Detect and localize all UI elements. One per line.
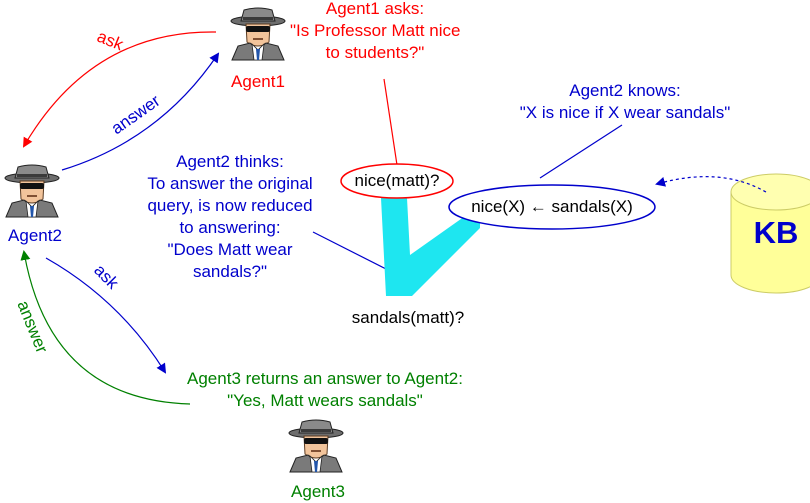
connector-agent2-knows-note [539,124,623,179]
connector-agent2-thinks-note [312,231,389,271]
agent1-asks-note: Agent1 asks: "Is Professor Matt nice to … [290,0,460,64]
query-node-shape [340,163,454,199]
agent1-asks-line1: "Is Professor Matt nice [290,21,461,40]
agent2-thinks-line3: to answering: [179,218,281,237]
answer-arrow-agent3-to-agent2 [20,250,191,405]
agent1-avatar [230,7,286,61]
rule-node-label: nice(X) ← sandals(X) [471,197,633,216]
agent2-thinks-line5: sandals?" [192,262,268,281]
kb-database-icon [730,173,810,294]
agent2-thinks-title: Agent2 thinks: [176,152,284,171]
agent2-thinks-line1: To answer the original [147,174,313,193]
agent3-avatar [288,419,344,473]
kb-to-rule-arrow [655,176,767,193]
ask-arrow-agent2-to-agent1 [22,31,217,148]
agent2-knows-note: Agent2 knows: "X is nice if X wear sanda… [500,80,750,124]
agent1-label: Agent1 [231,72,285,91]
agent3-returns-line1: Agent3 returns an answer to Agent2: [187,369,463,388]
agent2-knows-line1: "X is nice if X wear sandals" [519,103,731,122]
ask-arrow-agent2-to-agent3 [45,257,167,374]
agent1-asks-title: Agent1 asks: [325,0,425,18]
query-node-label: nice(matt)? [354,171,440,190]
rule-node-shape [448,184,656,230]
agent1-asks-line2: to students?" [325,43,425,62]
answer-arrow-agent1-to-agent2 [61,52,220,171]
agent2-knows-title: Agent2 knows: [569,81,681,100]
agent2-thinks-note: Agent2 thinks: To answer the original qu… [130,151,330,283]
resolution-shape [381,198,480,296]
agent3-returns-line2: "Yes, Matt wears sandals" [227,391,423,410]
connector-agent1-note [383,78,398,166]
subgoal-node-label: sandals(matt)? [351,308,465,327]
kb-label: KB [753,215,799,250]
agent2-avatar [4,164,60,218]
agent2-thinks-line2: query, is now reduced [147,196,313,215]
agent3-returns-note: Agent3 returns an answer to Agent2: "Yes… [160,368,490,412]
agent2-label: Agent2 [8,226,62,245]
agent3-label: Agent3 [291,482,345,501]
agent2-thinks-line4: "Does Matt wear [167,240,293,259]
